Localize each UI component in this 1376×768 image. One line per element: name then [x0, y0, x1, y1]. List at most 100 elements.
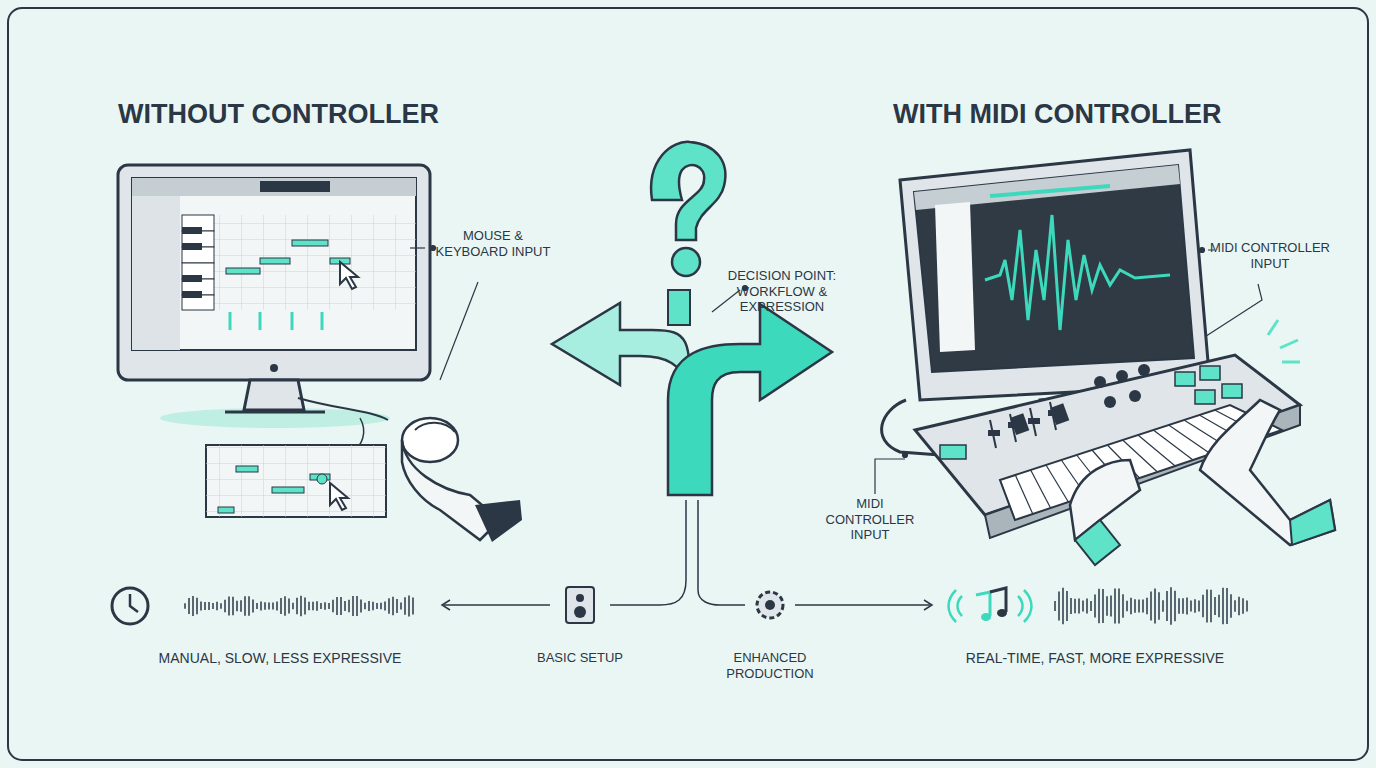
wave-stroke	[216, 602, 218, 610]
wave-stroke	[368, 601, 370, 611]
wave-stroke	[1230, 594, 1232, 617]
wave-stroke	[256, 603, 258, 609]
wave-stroke	[1226, 588, 1228, 624]
wave-stroke	[1066, 591, 1068, 621]
wave-stroke	[328, 603, 330, 609]
wave-stroke	[1206, 589, 1208, 622]
wave-stroke	[1242, 598, 1244, 614]
wave-stroke	[284, 596, 286, 615]
wave-stroke	[1058, 592, 1060, 621]
wave-stroke	[276, 602, 278, 611]
wave-stroke	[224, 600, 226, 613]
wave-stroke	[280, 598, 282, 614]
wave-stroke	[228, 597, 230, 616]
wave-stroke	[272, 602, 274, 609]
wave-stroke	[1090, 601, 1092, 611]
wave-stroke	[208, 602, 210, 610]
annotation-label: MIDI CONTROLLER INPUT	[1210, 240, 1330, 271]
midi-keyboard	[915, 320, 1335, 565]
decision-arrows	[552, 142, 832, 495]
key-line	[1046, 465, 1068, 502]
wave-stroke	[1118, 588, 1120, 623]
wave-stroke	[376, 603, 378, 609]
wave-stroke	[396, 599, 398, 613]
wave-stroke	[268, 602, 270, 609]
wave-stroke	[1186, 597, 1188, 614]
wave-stroke	[196, 598, 198, 614]
annotation-label: DECISION POINT: WORKFLOW & EXPRESSION	[702, 268, 862, 315]
wave-stroke	[1094, 594, 1096, 617]
wave-stroke	[244, 596, 246, 615]
wave-stroke	[1218, 595, 1220, 617]
wave-stroke	[1222, 588, 1224, 624]
wave-stroke	[1146, 598, 1148, 614]
wave-stroke	[1158, 592, 1160, 619]
wave-stroke	[1110, 596, 1112, 617]
wave-stroke	[1150, 591, 1152, 620]
wave-stroke	[1098, 589, 1100, 623]
wave-stroke	[232, 597, 234, 616]
wave-stroke	[344, 601, 346, 611]
wave-stroke	[1134, 599, 1136, 612]
wave-stroke	[408, 595, 410, 616]
section-heading: WITH MIDI CONTROLLER	[893, 98, 1313, 130]
wave-stroke	[336, 597, 338, 615]
wave-stroke	[340, 597, 342, 615]
wave-stroke	[1174, 591, 1176, 621]
wave-stroke	[364, 603, 366, 609]
wave-stroke	[236, 601, 238, 612]
wave-stroke	[1246, 600, 1248, 611]
annotation-label: MANUAL, SLOW, LESS EXPRESSIVE	[130, 650, 430, 667]
key-line	[1000, 480, 1015, 520]
wave-stroke	[1070, 598, 1072, 614]
wave-stroke	[1142, 599, 1144, 612]
wave-stroke	[1190, 601, 1192, 612]
wave-stroke	[1238, 597, 1240, 616]
wave-stroke	[1074, 599, 1076, 613]
annotation-label: REAL-TIME, FAST, MORE EXPRESSIVE	[935, 650, 1255, 667]
piano-roll-card	[206, 445, 386, 517]
wave-stroke	[288, 598, 290, 613]
wave-stroke	[400, 602, 402, 609]
wave-stroke	[388, 598, 390, 614]
wave-stroke	[1182, 598, 1184, 614]
wave-stroke	[252, 600, 254, 613]
annotation-label: MOUSE & KEYBOARD INPUT	[428, 228, 558, 259]
wave-stroke	[1126, 601, 1128, 612]
wave-stroke	[1102, 589, 1104, 623]
wave-stroke	[1210, 590, 1212, 622]
wave-stroke	[320, 603, 322, 609]
annotation-label: MIDI CONTROLLER INPUT	[815, 496, 925, 543]
wave-stroke	[1198, 601, 1200, 612]
bottom-flow	[112, 500, 1247, 625]
wave-stroke	[1062, 588, 1064, 624]
mouse-hand	[402, 418, 522, 542]
wave-stroke	[296, 598, 298, 615]
key-line	[1153, 430, 1193, 460]
wave-stroke	[380, 603, 382, 610]
wave-stroke	[348, 600, 350, 612]
frame	[8, 8, 1368, 760]
wave-stroke	[300, 596, 302, 617]
wave-stroke	[392, 597, 394, 616]
wave-stroke	[1130, 598, 1132, 615]
wave-stroke	[292, 603, 294, 609]
wave-stroke	[1170, 587, 1172, 625]
wave-stroke	[248, 596, 250, 615]
key-line	[1031, 470, 1051, 508]
key-line	[1138, 435, 1175, 466]
key-line	[1169, 425, 1211, 454]
wave-stroke	[1214, 597, 1216, 615]
wave-stroke	[1082, 600, 1084, 611]
wave-stroke	[260, 601, 262, 610]
wave-stroke	[308, 602, 310, 611]
wave-stroke	[184, 603, 186, 609]
annotation-label: ENHANCED PRODUCTION	[710, 650, 830, 681]
wave-stroke	[1122, 594, 1124, 617]
wave-stroke	[360, 600, 362, 613]
wave-stroke	[312, 602, 314, 611]
section-heading: WITHOUT CONTROLLER	[118, 98, 538, 130]
wave-stroke	[324, 602, 326, 609]
wave-stroke	[304, 598, 306, 615]
wave-stroke	[240, 600, 242, 612]
